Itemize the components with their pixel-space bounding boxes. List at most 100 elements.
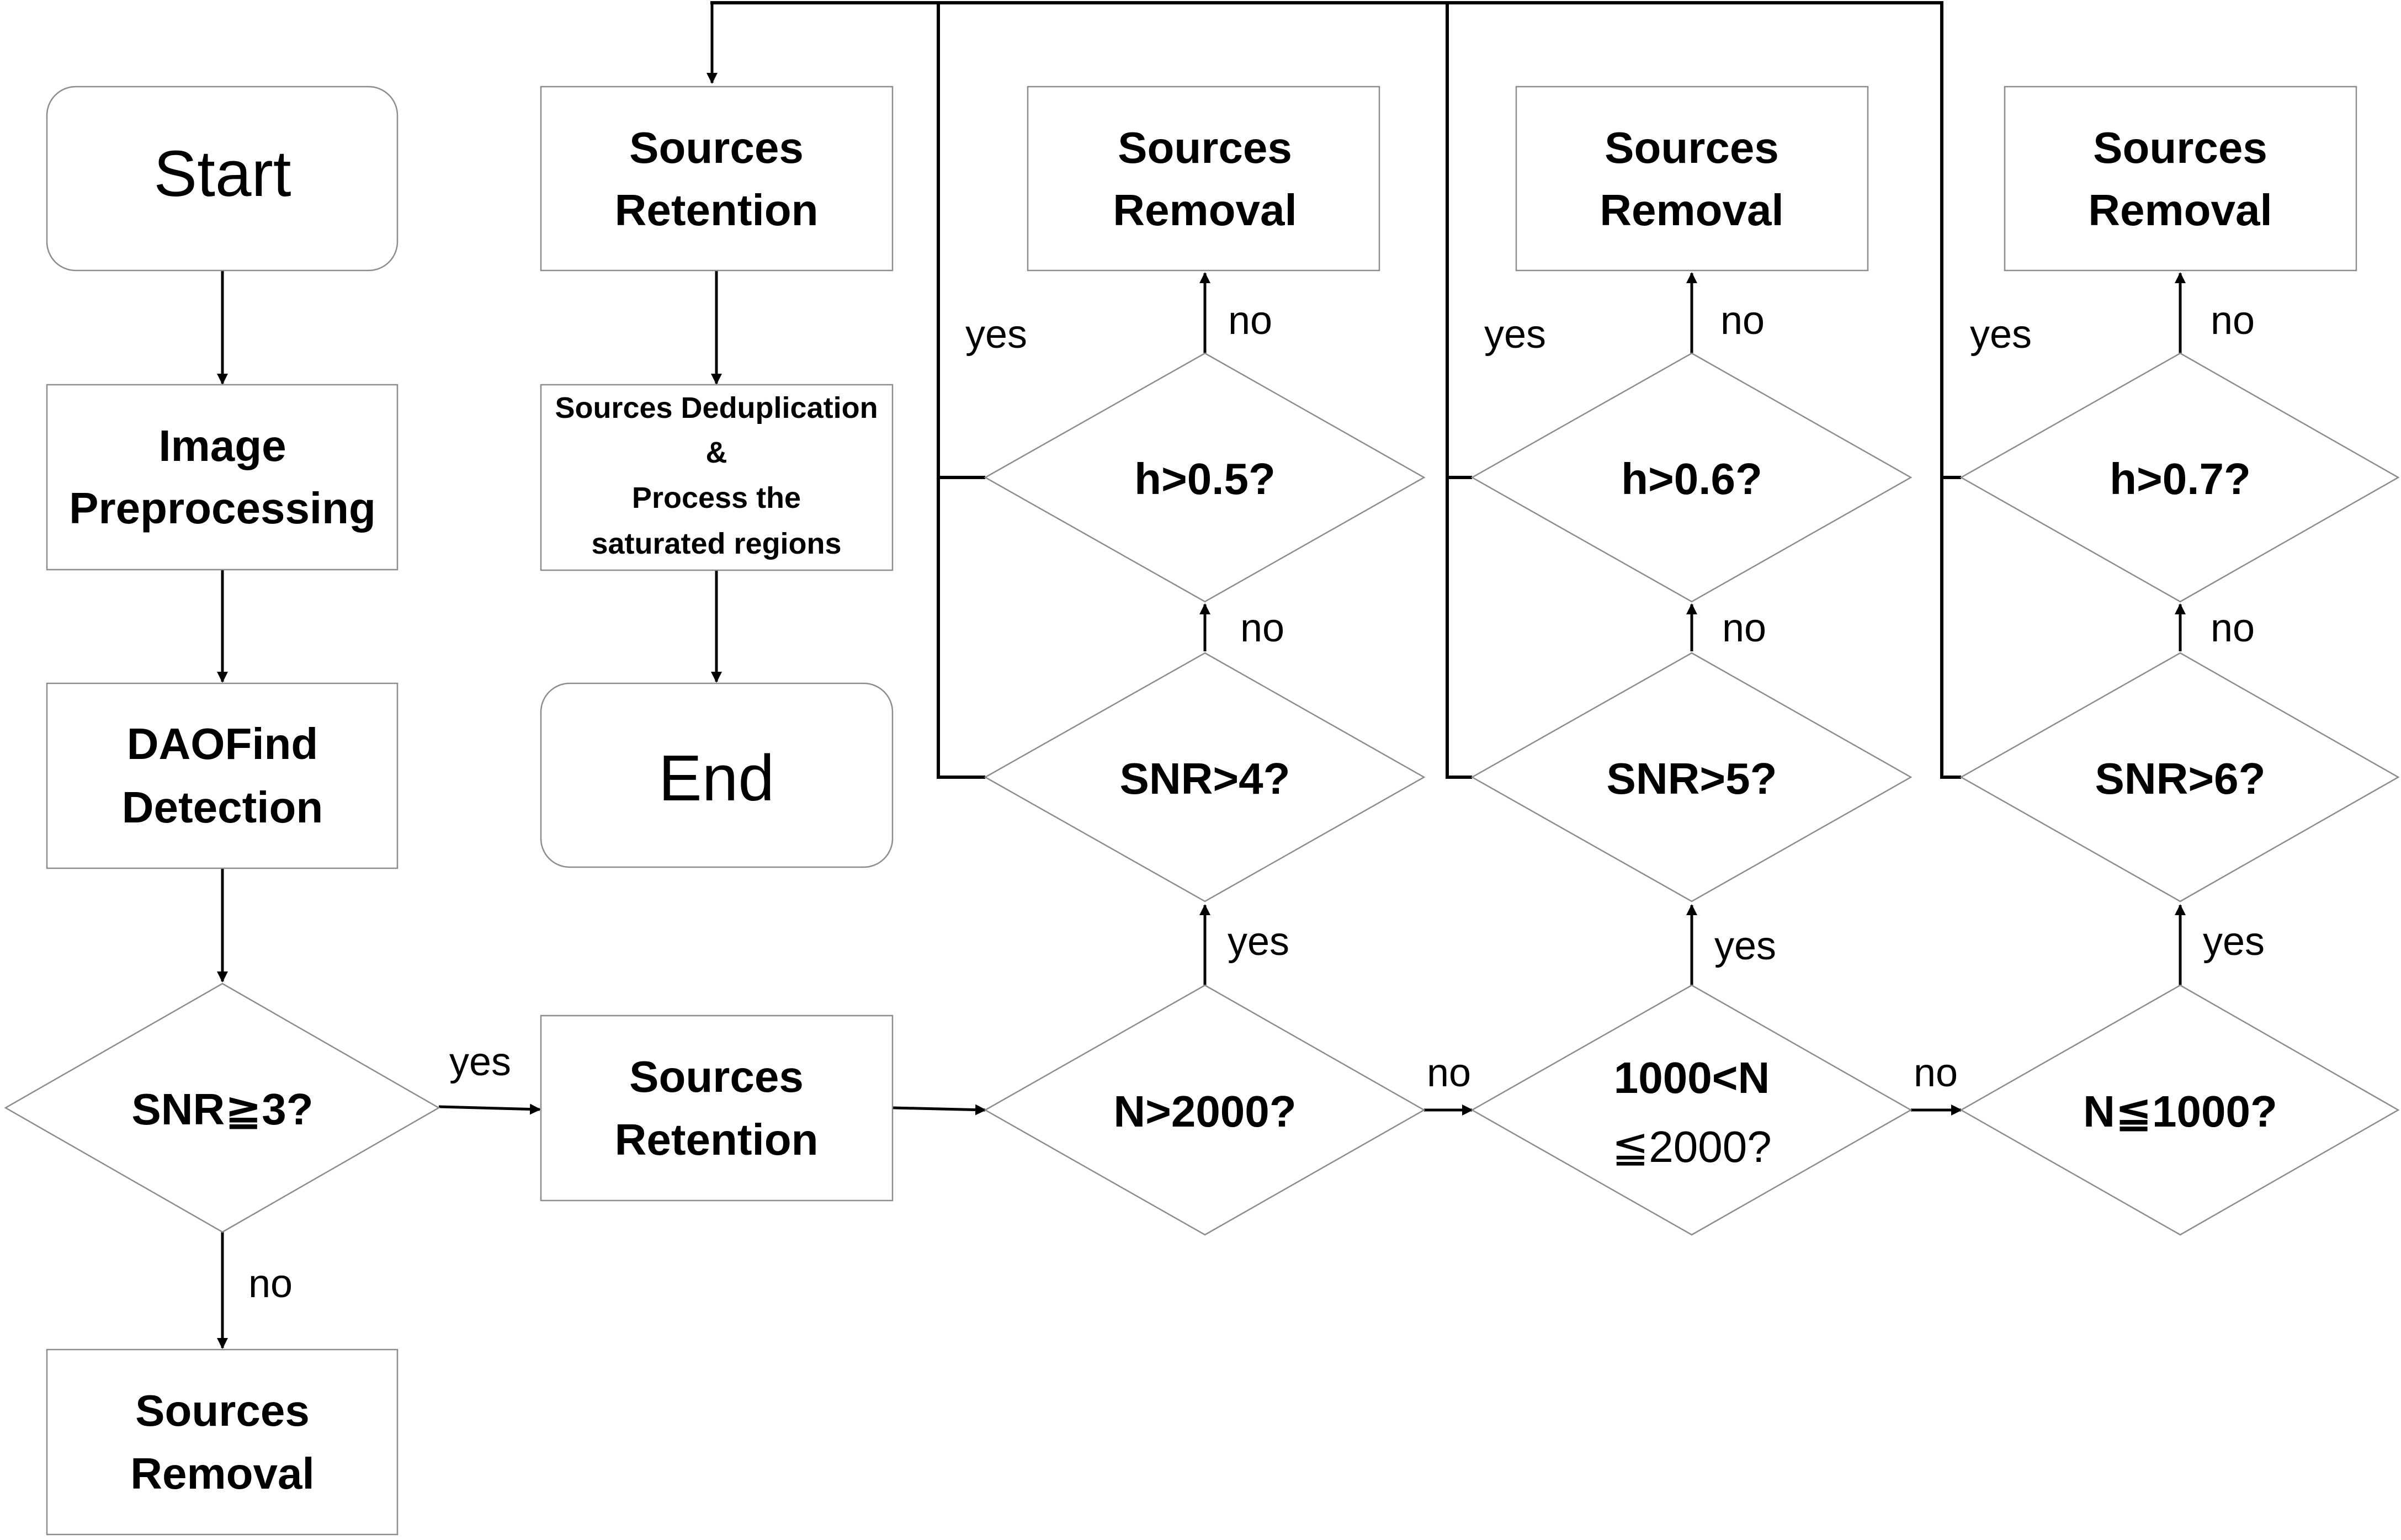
snr3-label: SNR≧3?	[131, 1085, 313, 1134]
n1000-2000-label-line1: 1000<N	[1614, 1053, 1770, 1102]
snr6-label: SNR>6?	[2095, 754, 2266, 803]
h06-diamond	[1470, 352, 1913, 603]
sources-retention-mid-line2: Retention	[615, 1115, 819, 1164]
daofind-detection-label-line1: DAOFind	[127, 719, 318, 768]
sources-removal-3-line1: Sources	[2093, 123, 2267, 172]
label-snr3-yes: yes	[449, 1040, 511, 1084]
daofind-detection-label-line2: Detection	[122, 783, 323, 832]
snr3-diamond	[4, 983, 440, 1233]
image-preprocessing-label-line1: Image	[158, 421, 286, 470]
start-terminal	[46, 86, 399, 272]
sources-removal-2-line2: Removal	[1600, 185, 1783, 235]
label-h06-yes: yes	[1484, 312, 1546, 357]
sources-removal-bottom-line1: Sources	[135, 1386, 310, 1435]
label-n2000-yes: yes	[1228, 920, 1289, 964]
node-snr4: SNR>4?	[984, 652, 1426, 902]
node-sources-removal-1: Sources Removal	[1027, 86, 1380, 272]
node-sources-removal-bottom: Sources Removal	[46, 1348, 399, 1536]
label-h06-no: no	[1720, 299, 1765, 343]
feedback-snr6-yes	[1940, 3, 1961, 779]
arrow-snr3-yes	[438, 1103, 541, 1115]
dedup-line2: &	[706, 436, 727, 469]
start-label: Start	[153, 137, 291, 210]
sources-removal-bottom-box	[46, 1348, 399, 1536]
sources-retention-mid-box	[540, 1015, 894, 1202]
node-dedup: Sources Deduplication & Process the satu…	[540, 384, 894, 571]
node-h06: h>0.6?	[1470, 352, 1913, 603]
sources-retention-top-line1: Sources	[629, 123, 804, 172]
dedup-line4: saturated regions	[591, 527, 841, 560]
snr4-diamond	[984, 652, 1426, 902]
node-sources-removal-2: Sources Removal	[1515, 86, 1869, 272]
node-sources-retention-top: Sources Retention	[540, 86, 894, 272]
sources-removal-3-box	[2004, 86, 2357, 272]
label-h07-yes: yes	[1970, 312, 2032, 357]
label-h05-yes: yes	[965, 312, 1027, 357]
sources-retention-top-box	[540, 86, 894, 272]
node-n1000-2000: 1000<N ≦2000?	[1470, 984, 1913, 1236]
node-start: Start	[46, 86, 399, 272]
label-snr4-no: no	[1240, 606, 1284, 650]
h07-label: h>0.7?	[2110, 454, 2251, 503]
label-h07-no: no	[2211, 299, 2255, 343]
sources-retention-top-line2: Retention	[615, 185, 819, 235]
node-end: End	[540, 682, 894, 868]
h05-label: h>0.5?	[1134, 454, 1276, 503]
sources-removal-2-box	[1515, 86, 1869, 272]
node-image-preprocessing: Image Preprocessing	[46, 384, 399, 571]
label-n1000-yes: yes	[2203, 920, 2265, 964]
label-n2000-no: no	[1427, 1051, 1471, 1095]
node-daofind-detection: DAOFind Detection	[46, 682, 399, 869]
label-snr5-no: no	[1722, 606, 1766, 650]
edge-labels: yes no no no yes yes yes no no no no no …	[248, 299, 2265, 1306]
label-n1000-2000-yes: yes	[1714, 924, 1776, 968]
n1000-diamond	[1959, 984, 2400, 1236]
n1000-label: N≦1000?	[2083, 1087, 2277, 1136]
node-h07: h>0.7?	[1959, 352, 2400, 603]
image-preprocessing-box	[46, 384, 399, 571]
snr5-diamond	[1470, 652, 1913, 902]
node-n1000: N≦1000?	[1959, 984, 2400, 1236]
connectors	[217, 1, 2186, 1349]
label-h05-no: no	[1228, 299, 1272, 343]
sources-removal-bottom-line2: Removal	[130, 1449, 314, 1498]
node-snr3: SNR≧3?	[4, 983, 440, 1233]
node-sources-removal-3: Sources Removal	[2004, 86, 2357, 272]
sources-removal-1-line1: Sources	[1118, 123, 1292, 172]
snr5-label: SNR>5?	[1607, 754, 1777, 803]
snr6-diamond	[1959, 652, 2400, 902]
image-preprocessing-label-line2: Preprocessing	[69, 484, 376, 533]
arrow-retention-to-n2000	[893, 1104, 986, 1116]
h06-label: h>0.6?	[1621, 454, 1762, 503]
sources-removal-2-line1: Sources	[1605, 123, 1779, 172]
h07-diamond	[1959, 352, 2400, 603]
sources-removal-3-line2: Removal	[2088, 185, 2272, 235]
dedup-box	[540, 384, 894, 571]
node-snr6: SNR>6?	[1959, 652, 2400, 902]
n2000-diamond	[984, 984, 1426, 1236]
label-snr6-no: no	[2211, 606, 2255, 650]
dedup-line1: Sources Deduplication	[555, 391, 878, 424]
node-h05: h>0.5?	[984, 352, 1426, 603]
node-n2000: N>2000?	[984, 984, 1426, 1236]
end-terminal	[540, 682, 894, 868]
snr4-label: SNR>4?	[1120, 754, 1290, 803]
n1000-2000-diamond	[1470, 984, 1913, 1236]
label-snr3-no: no	[248, 1262, 293, 1306]
sources-removal-1-line2: Removal	[1113, 185, 1297, 235]
node-sources-retention-mid: Sources Retention	[540, 1015, 894, 1202]
n2000-label: N>2000?	[1113, 1087, 1296, 1136]
n1000-2000-label-line2: ≦2000?	[1612, 1122, 1772, 1171]
dedup-line3: Process the	[632, 481, 801, 514]
feedback-snr5-yes	[1446, 3, 1472, 779]
label-n1000-2000-no: no	[1914, 1051, 1958, 1095]
sources-removal-1-box	[1027, 86, 1380, 272]
node-snr5: SNR>5?	[1470, 652, 1913, 902]
h05-diamond	[984, 352, 1426, 603]
end-label: End	[658, 742, 774, 815]
feedback-snr4-yes	[937, 3, 985, 779]
sources-retention-mid-line1: Sources	[629, 1052, 804, 1101]
daofind-detection-box	[46, 682, 399, 869]
